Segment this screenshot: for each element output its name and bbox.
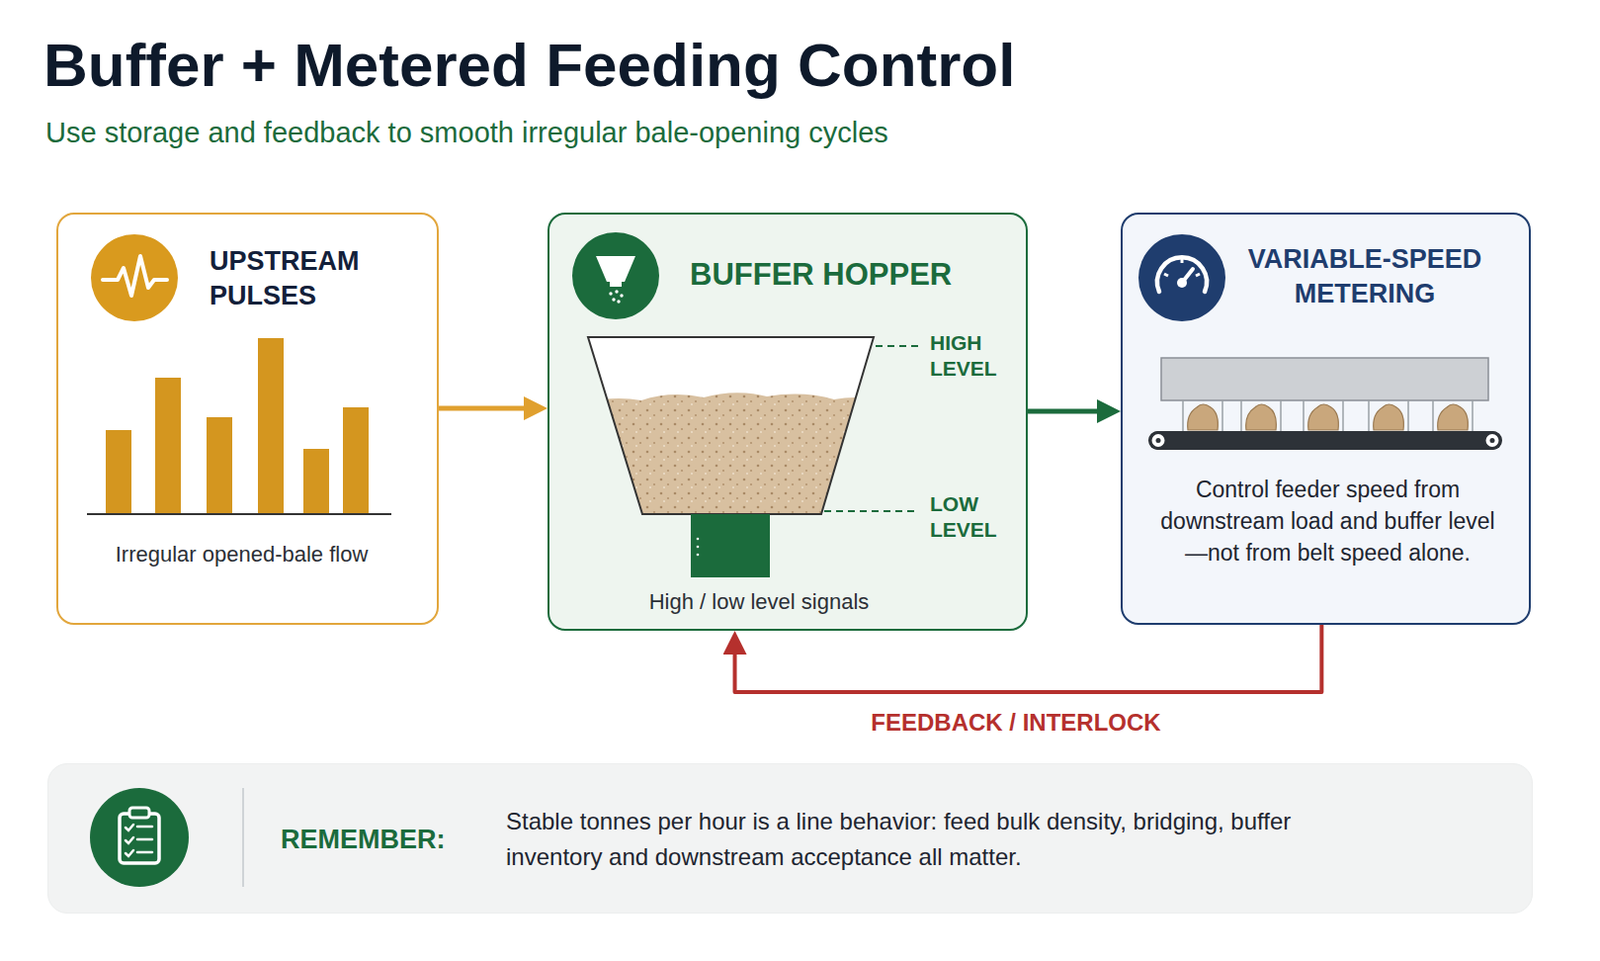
path-shape [125, 849, 134, 856]
line-shape [1367, 400, 1370, 431]
circle-shape [608, 291, 612, 295]
circle-shape [572, 232, 660, 320]
rect-shape [257, 337, 284, 513]
circle-shape [695, 544, 699, 548]
circle-shape [1150, 431, 1167, 448]
line-shape [875, 344, 919, 347]
circle-shape [1155, 437, 1161, 443]
path-shape [125, 824, 134, 831]
line-shape [1181, 400, 1184, 431]
line-shape [1302, 400, 1305, 431]
rect-shape [1148, 430, 1503, 450]
box-heading: UPSTREAM PULSES [209, 244, 408, 314]
line-shape [242, 787, 245, 887]
box-heading: BUFFER HOPPER [689, 255, 952, 293]
circle-shape [616, 299, 620, 303]
circle-shape [89, 787, 189, 887]
subtitle: Use storage and feedback to smooth irreg… [45, 115, 889, 151]
band-heading: REMEMBER: [280, 823, 446, 855]
rect-shape [105, 429, 132, 513]
path-shape [1436, 404, 1468, 430]
circle-shape [619, 293, 623, 297]
flow-arrow [438, 406, 536, 412]
line-shape [1164, 273, 1169, 276]
circle-shape [611, 297, 615, 301]
path-shape [1157, 256, 1207, 292]
connector-label: FEEDBACK / INTERLOCK [866, 708, 1165, 737]
box-body: Control feeder speed from downstream loa… [1152, 473, 1504, 570]
box-caption: High / low level signals [590, 588, 927, 617]
polygon-shape [595, 255, 636, 282]
box-heading: VARIABLE-SPEED METERING [1221, 242, 1509, 312]
line-shape [137, 849, 153, 853]
circle-shape [695, 552, 699, 556]
node-illustration [46, 761, 1532, 913]
polyline-shape [102, 255, 168, 296]
source-box: UPSTREAM PULSES Irregular opened-bale flo… [56, 212, 439, 625]
rect-shape [119, 813, 160, 863]
line-shape [1431, 400, 1434, 431]
line-shape [1342, 400, 1345, 431]
path-shape [1372, 404, 1404, 430]
line-shape [1179, 258, 1183, 263]
line-shape [1221, 400, 1224, 431]
box-caption: Irregular opened-bale flow [58, 540, 425, 570]
line-shape [1407, 400, 1410, 431]
rect-shape [206, 417, 233, 513]
path-shape [1186, 404, 1218, 430]
circle-shape [1484, 431, 1501, 448]
rect-shape [342, 407, 369, 513]
line-shape [137, 824, 153, 828]
feedback-connector [735, 624, 1323, 692]
circle-shape [90, 234, 178, 322]
band-body: Stable tonnes per hour is a line behavio… [505, 803, 1376, 875]
rect-shape [1161, 357, 1489, 401]
diagram-title: Buffer + Metered Feeding Control [43, 29, 1015, 100]
circle-shape [1177, 277, 1187, 288]
rect-shape [155, 377, 181, 513]
line-shape [824, 509, 919, 512]
path-shape [1307, 404, 1339, 430]
line-shape [137, 837, 153, 841]
circle-shape [1489, 437, 1495, 443]
polygon-shape [588, 336, 874, 514]
circle-shape [614, 289, 618, 293]
circle-shape [1138, 234, 1226, 322]
circle-shape [695, 536, 699, 540]
flow-arrow [1027, 408, 1109, 414]
path-shape [125, 837, 134, 843]
line-shape [1240, 400, 1243, 431]
reminder-band: REMEMBER: Stable tonnes per hour is a lin… [47, 762, 1533, 914]
line-shape [1279, 400, 1282, 431]
metering-box: VARIABLE-SPEED METERING Control feeder sp… [1120, 212, 1531, 625]
level-label: HIGH LEVEL [929, 330, 1014, 383]
line-shape [1471, 400, 1474, 431]
rect-shape [609, 281, 622, 287]
buffer-box: BUFFER HOPPER High / low level signals HIG… [547, 212, 1028, 631]
line-shape [1195, 273, 1200, 276]
level-label: LOW LEVEL [929, 491, 1014, 544]
path-shape [1245, 404, 1276, 430]
rect-shape [129, 807, 150, 818]
rect-shape [303, 448, 330, 513]
rect-shape [690, 513, 770, 578]
line-shape [86, 512, 392, 515]
